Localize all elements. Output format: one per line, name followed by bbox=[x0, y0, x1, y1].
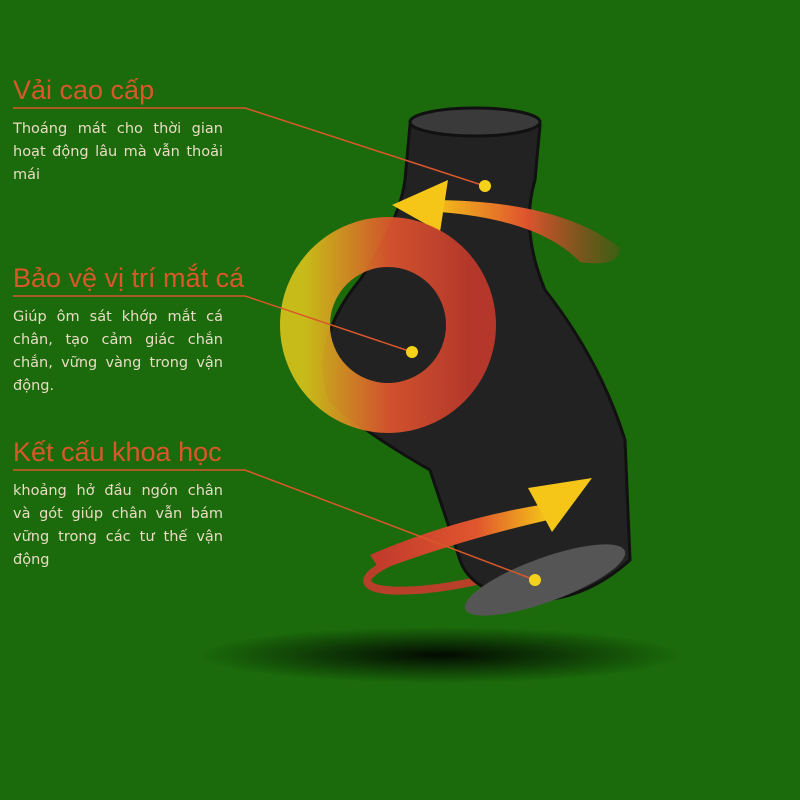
feature-description: Thoáng mát cho thời gian hoạt động lâu m… bbox=[13, 121, 223, 183]
feature-title: Vải cao cấp bbox=[13, 75, 155, 105]
callout-dot-2 bbox=[406, 346, 418, 358]
callout-dot-3 bbox=[529, 574, 541, 586]
callout-line-3 bbox=[13, 469, 536, 581]
callout-line-2 bbox=[13, 295, 413, 353]
feature-description: khoảng hở đầu ngón chân và gót giúp chân… bbox=[13, 483, 223, 568]
bottom-arrow bbox=[370, 505, 548, 570]
feature-ankle-protection: Bảo vệ vị trí mắt cá Giúp ôm sát khớp mắ… bbox=[13, 262, 245, 398]
ankle-ring bbox=[280, 217, 496, 433]
callout-dot-1 bbox=[479, 180, 491, 192]
feature-structure: Kết cấu khoa học khoảng hở đầu ngón chân… bbox=[13, 436, 223, 572]
feature-title: Bảo vệ vị trí mắt cá bbox=[13, 263, 245, 293]
top-arrow-head bbox=[392, 180, 448, 232]
top-arrow bbox=[430, 200, 620, 264]
bottom-arrow-head bbox=[528, 478, 592, 532]
floor-shadow bbox=[200, 627, 680, 683]
feature-title: Kết cấu khoa học bbox=[13, 437, 222, 467]
callout-line-1 bbox=[13, 107, 486, 187]
feature-description: Giúp ôm sát khớp mắt cá chân, tạo cảm gi… bbox=[13, 309, 223, 394]
feature-fabric: Vải cao cấp Thoáng mát cho thời gian hoạ… bbox=[13, 74, 223, 187]
